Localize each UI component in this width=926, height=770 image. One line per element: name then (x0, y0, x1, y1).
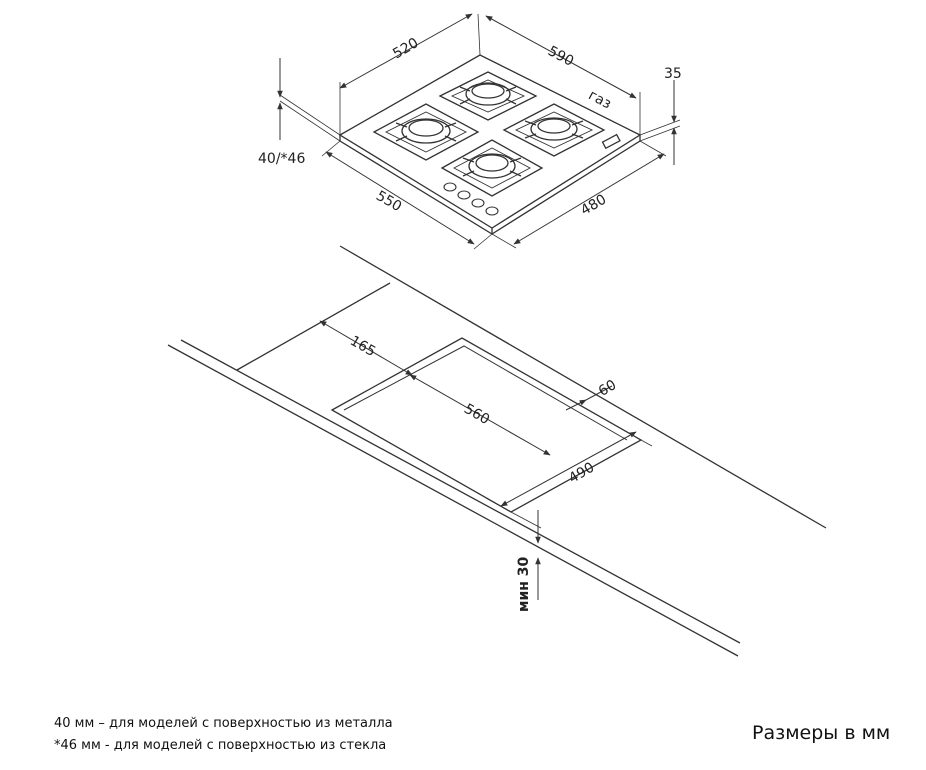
dim-520-label: 520 (390, 35, 421, 62)
dim-line-550 (325, 151, 475, 245)
cutout-opening (330, 337, 643, 513)
countertop-front-top-edge (167, 344, 739, 657)
countertop-drawing (167, 245, 827, 657)
dim-60-label: 60 (596, 377, 619, 400)
dim-min30-label: мин 30 (516, 556, 532, 612)
dim-35-label: 35 (664, 66, 682, 82)
dim-490-label: 490 (566, 460, 597, 487)
countertop-back-edge (339, 245, 827, 529)
dim-165-label: 165 (347, 333, 378, 360)
note-metal-surface: 40 мм – для моделей с поверхностью из ме… (54, 716, 393, 731)
burner-bottom (440, 139, 544, 197)
units-label: Размеры в мм (752, 722, 891, 744)
burner-top (438, 71, 538, 121)
gas-label: газ (586, 87, 614, 112)
countertop-front-bottom-edge (180, 339, 741, 644)
gas-connection-icon (601, 133, 621, 150)
dim-550-label: 550 (373, 188, 404, 215)
hob-drawing (277, 13, 681, 250)
burner-left (372, 103, 480, 161)
dim-560-label: 560 (461, 401, 492, 428)
dim-line-490 (500, 431, 637, 507)
dim-line-165 (319, 320, 413, 376)
dim-40-46-label: 40/*46 (258, 151, 305, 167)
note-glass-surface: *46 мм - для моделей с поверхностью из с… (54, 738, 387, 753)
dim-480-label: 480 (578, 192, 609, 219)
dim-line-520 (339, 13, 473, 89)
dim-line-480 (513, 153, 665, 245)
countertop-side-edge (236, 282, 391, 371)
dim-line-590 (485, 15, 637, 99)
dim-590-label: 590 (545, 43, 576, 70)
dim-line-60 (565, 399, 587, 411)
burner-right (502, 103, 606, 157)
hob-thickness-edge (339, 135, 641, 235)
